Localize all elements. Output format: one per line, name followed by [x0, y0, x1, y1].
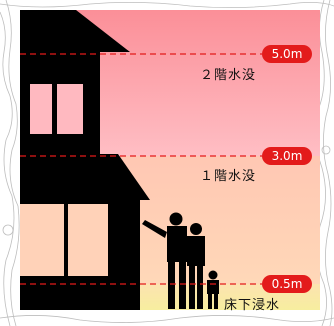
- upper-window-left: [30, 84, 52, 134]
- level-badge-5m: 5.0m: [262, 45, 312, 63]
- depth-lines: [20, 53, 262, 285]
- lower-window-left: [20, 204, 64, 276]
- adult-figure: [142, 212, 187, 309]
- family-silhouette: [142, 212, 219, 309]
- eave: [20, 154, 150, 200]
- zone-label-second-floor: ２階水没: [200, 68, 257, 83]
- second-figure: [187, 223, 205, 309]
- lower-window-right: [68, 204, 108, 276]
- zone-label-first-floor: １階水没: [200, 169, 257, 184]
- child-figure: [207, 270, 219, 309]
- upper-roof: [20, 10, 130, 52]
- zone-label-below-floor: 床下浸水: [224, 298, 281, 313]
- house-windows: [20, 84, 108, 276]
- level-badge-3m: 3.0m: [262, 147, 312, 165]
- level-badge-05m: 0.5m: [262, 275, 312, 293]
- upper-window-right: [57, 84, 83, 134]
